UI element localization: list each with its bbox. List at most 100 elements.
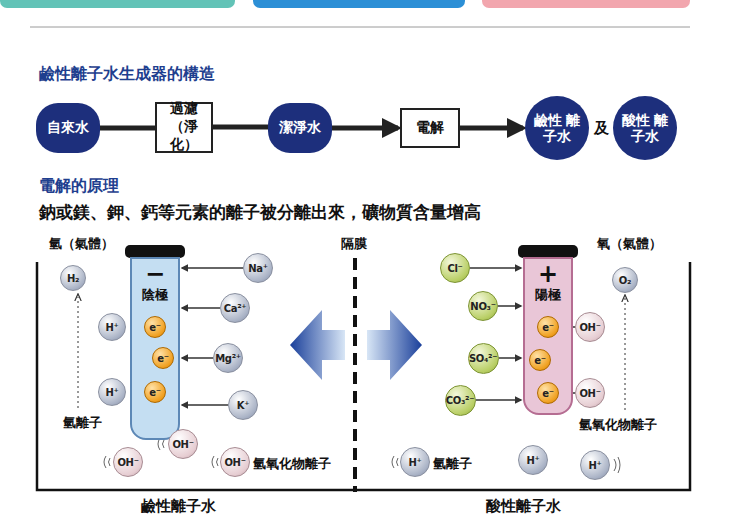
flow-connector [460,126,523,131]
hydroxide-ion: OH⁻ [575,378,605,408]
node-text: H⁺ [526,455,539,466]
hydroxide-ion: OH⁻ [575,312,605,342]
subtitle: 鈉或鎂、鉀、鈣等元素的離子被分離出來，礦物質含量增高 [38,201,482,224]
node-text: OH⁻ [117,457,138,468]
node-text: OH⁻ [172,439,193,450]
tab-bar [482,0,690,8]
cation: K⁺ [228,390,258,420]
diagram-title: 鹼性離子水生成器的構造 [38,64,216,85]
ion-arrow [182,404,228,406]
cation: Na⁺ [243,253,273,283]
process-box: 過濾 （淨化） [155,102,213,153]
output-circle: 酸性 離子水 [613,96,677,160]
anion: CO₃²⁻ [445,385,476,416]
ion-arrow [498,305,521,307]
node-text: e⁻ [149,322,160,333]
output-circle: 鹼性 離子水 [525,96,589,160]
node-text: Mg²⁺ [215,353,241,364]
node-text: 潔淨水 [279,119,321,137]
node-text: e⁻ [542,388,553,399]
electron: e⁻ [529,349,551,371]
process-box: 電解 [400,108,460,148]
ion-arrow [182,357,213,359]
cation: Ca²⁺ [220,293,250,323]
node-text: 鹼性 離子水 [529,112,585,144]
part-label: 隔膜 [340,235,368,253]
tab-bar [0,0,235,8]
hydrogen-ion: H⁺ [98,313,126,341]
node-text: H⁺ [408,457,421,468]
node-text: 自來水 [47,119,89,137]
node-text: H⁺ [588,460,601,471]
part-label: 氧（氣體） [596,235,663,253]
node-text: OH⁻ [579,388,600,399]
region-label: 鹼性離子水 [140,497,217,516]
node-text: 酸性 離子水 [617,112,673,144]
conjunction: 及 [593,119,610,138]
node-text: O₂ [619,275,631,286]
node-text: Cl⁻ [447,263,462,274]
part-label: 氫氧化物離子 [578,416,658,434]
node-text: − [145,261,165,287]
flow-connector [332,126,398,131]
node-text: Ca²⁺ [224,303,247,314]
hydrogen-ion: H⁺ [400,447,430,477]
node-text: OH⁻ [224,457,245,468]
node-text: 陰極 [142,287,168,303]
part-label: 氫氧化物離子 [252,455,332,473]
flow-connector [213,125,268,130]
ion-arrow [476,399,522,401]
node-text: 過濾 （淨化） [159,100,209,154]
electron: e⁻ [537,316,559,338]
anion: NO₃⁻ [468,291,498,321]
node-text: H⁺ [105,387,118,398]
rule-line [30,27,690,28]
electron: e⁻ [537,382,559,404]
part-label: 氫（氣體） [48,235,115,253]
hydrogen-ion: H⁺ [98,378,126,406]
node-text: OH⁻ [579,322,600,333]
hydrogen-ion: H⁺ [518,445,548,475]
part-label: 氫離子 [62,414,103,432]
ion-arrow [499,357,522,359]
ion-arrow [182,307,220,309]
ion-arrow [182,267,243,269]
rise-arrow [78,297,79,408]
node-text: e⁻ [149,387,160,398]
electron: e⁻ [152,347,174,369]
rise-arrow [625,298,626,410]
flow-node: 潔淨水 [268,103,332,153]
flow-connector [100,126,155,131]
anion: SO₄²⁻ [468,343,499,374]
node-text: SO₄²⁻ [469,353,497,364]
section-heading: 電解的原理 [38,176,120,197]
cathode: −陰極 e⁻ e⁻ e⁻ [130,257,180,440]
node-text: e⁻ [534,355,545,366]
hydroxide-ion: OH⁻ [220,447,250,477]
hydroxide-ion: OH⁻ [113,447,143,477]
gas-molecule: H₂ [60,265,86,291]
node-text: CO₃²⁻ [446,395,474,406]
node-text: NO₃⁻ [470,301,495,312]
ion-arrow [470,267,521,269]
node-text: 陽極 [535,287,561,303]
node-text: H⁺ [105,322,118,333]
electron: e⁻ [144,316,166,338]
node-text: 電解 [416,119,444,137]
tab-bar [253,0,465,8]
part-label: 氫離子 [432,455,473,473]
hydroxide-ion: OH⁻ [168,429,198,459]
cation: Mg²⁺ [213,343,243,373]
anode: +陽極 e⁻ e⁻ e⁻ [523,257,573,415]
node-text: + [538,261,558,287]
node-text: K⁺ [237,400,249,411]
node-text: e⁻ [542,322,553,333]
membrane [353,258,357,492]
flow-node: 自來水 [36,103,100,153]
node-text: e⁻ [157,353,168,364]
anion: Cl⁻ [440,253,470,283]
flow-arrow [367,310,422,380]
region-label: 酸性離子水 [485,497,562,516]
gas-molecule: O₂ [612,267,638,293]
flow-arrow [290,310,345,380]
